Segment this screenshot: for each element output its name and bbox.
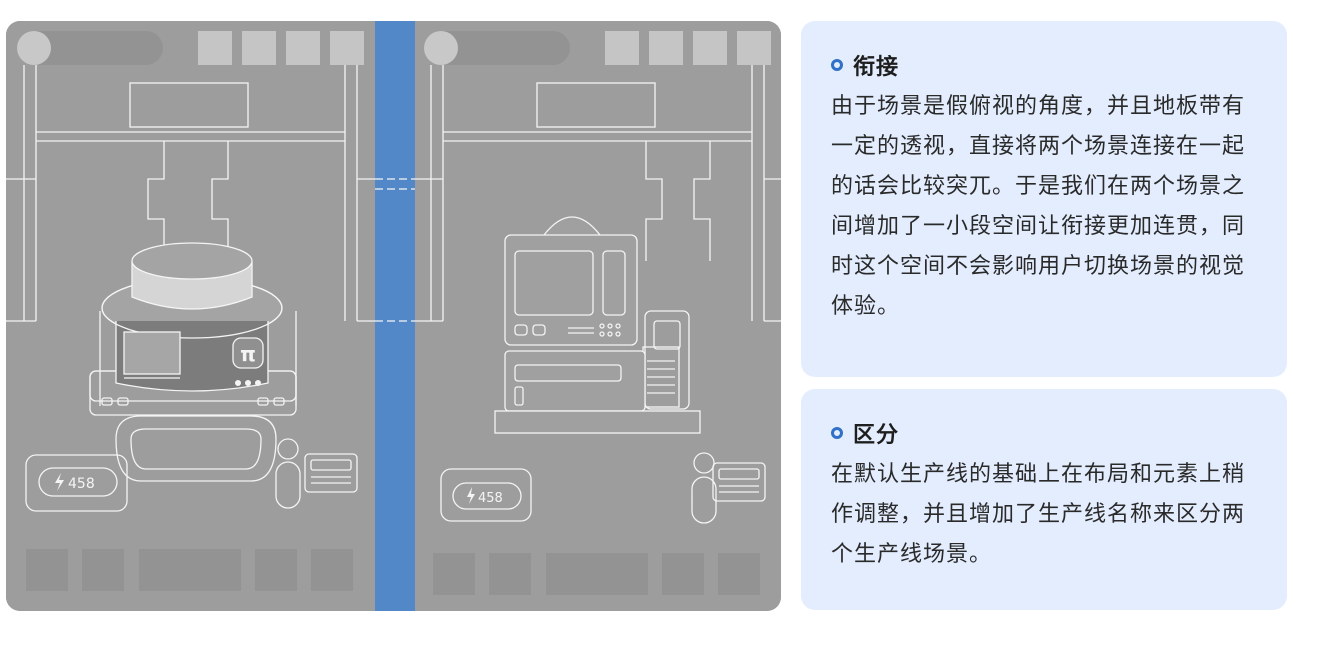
right-top-button-4 bbox=[737, 31, 771, 65]
bullet-icon bbox=[831, 427, 843, 439]
left-avatar bbox=[17, 31, 51, 65]
left-top-button-4 bbox=[330, 31, 364, 65]
card-title: 区分 bbox=[853, 423, 900, 448]
card-distinction: 区分 在默认生产线的基础上在布局和元素上稍作调整，并且增加了生产线名称来区分两个… bbox=[801, 389, 1287, 610]
left-title-pill bbox=[18, 31, 163, 65]
right-title-pill bbox=[425, 31, 570, 65]
left-battery-reading: 458 bbox=[68, 476, 95, 492]
svg-text:π: π bbox=[240, 342, 256, 366]
card-header: 区分 bbox=[831, 415, 1257, 451]
right-avatar bbox=[424, 31, 458, 65]
card-title: 衔接 bbox=[853, 55, 900, 80]
left-scene: π bbox=[6, 31, 375, 591]
right-top-button-2 bbox=[649, 31, 683, 65]
right-battery-reading: 458 bbox=[478, 491, 503, 506]
right-scene bbox=[415, 31, 781, 595]
card-transition: 衔接 由于场景是假俯视的角度，并且地板带有一定的透视，直接将两个场景连接在一起的… bbox=[801, 21, 1287, 377]
left-top-button-3 bbox=[286, 31, 320, 65]
card-body: 由于场景是假俯视的角度，并且地板带有一定的透视，直接将两个场景连接在一起的话会比… bbox=[831, 94, 1246, 319]
production-line-illustration: π 458 bbox=[6, 21, 781, 611]
right-battery-pack bbox=[440, 468, 532, 522]
left-top-button-2 bbox=[242, 31, 276, 65]
tt-logo-icon bbox=[232, 337, 264, 369]
lightning-icon bbox=[467, 487, 475, 504]
right-top-button-1 bbox=[605, 31, 639, 65]
card-header: 衔接 bbox=[831, 47, 1257, 83]
bullet-icon bbox=[831, 59, 843, 71]
scene-divider bbox=[375, 21, 415, 611]
lightning-icon bbox=[55, 473, 64, 491]
card-body: 在默认生产线的基础上在布局和元素上稍作调整，并且增加了生产线名称来区分两个生产线… bbox=[831, 462, 1246, 567]
left-battery-pack bbox=[25, 454, 128, 512]
left-top-button-1 bbox=[198, 31, 232, 65]
right-top-button-3 bbox=[693, 31, 727, 65]
